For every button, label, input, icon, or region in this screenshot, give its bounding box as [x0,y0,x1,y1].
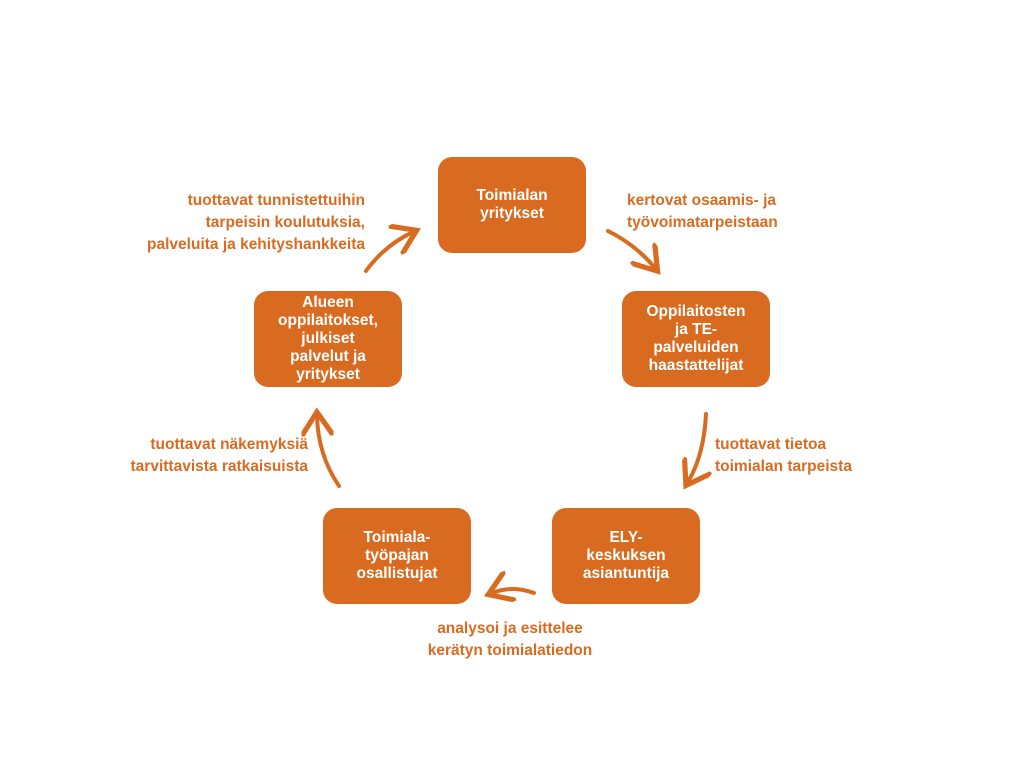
edge-label-4: tuottavat näkemyksiä tarvittavista ratka… [130,436,308,475]
edge-label-1: kertovat osaamis- ja työvoimatarpeistaan [627,192,778,231]
node-haastattelijat: Oppilaitosten ja TE- palveluiden haastat… [622,291,770,387]
arrow-1 [606,229,655,268]
edge-label-3: analysoi ja esittelee kerätyn toimialati… [427,620,593,659]
edge-label-2: tuottavat tietoa toimialan tarpeista [715,436,852,475]
node-tyopajan-osallistujat: Toimiala- työpajan osallistujat [323,508,471,604]
edge-label-5: tuottavat tunnistettuihin tarpeisin koul… [147,192,365,253]
arrow-2 [688,412,706,482]
node-toimialan-yritykset: Toimialan yritykset [438,157,586,253]
arrow-5 [364,232,413,273]
node-alueen-toimijat: Alueen oppilaitokset, julkiset palvelut … [254,291,402,387]
arrow-3 [492,589,536,593]
arrow-4 [317,416,341,488]
node-ely-asiantuntija: ELY- keskuksen asiantuntija [552,508,700,604]
